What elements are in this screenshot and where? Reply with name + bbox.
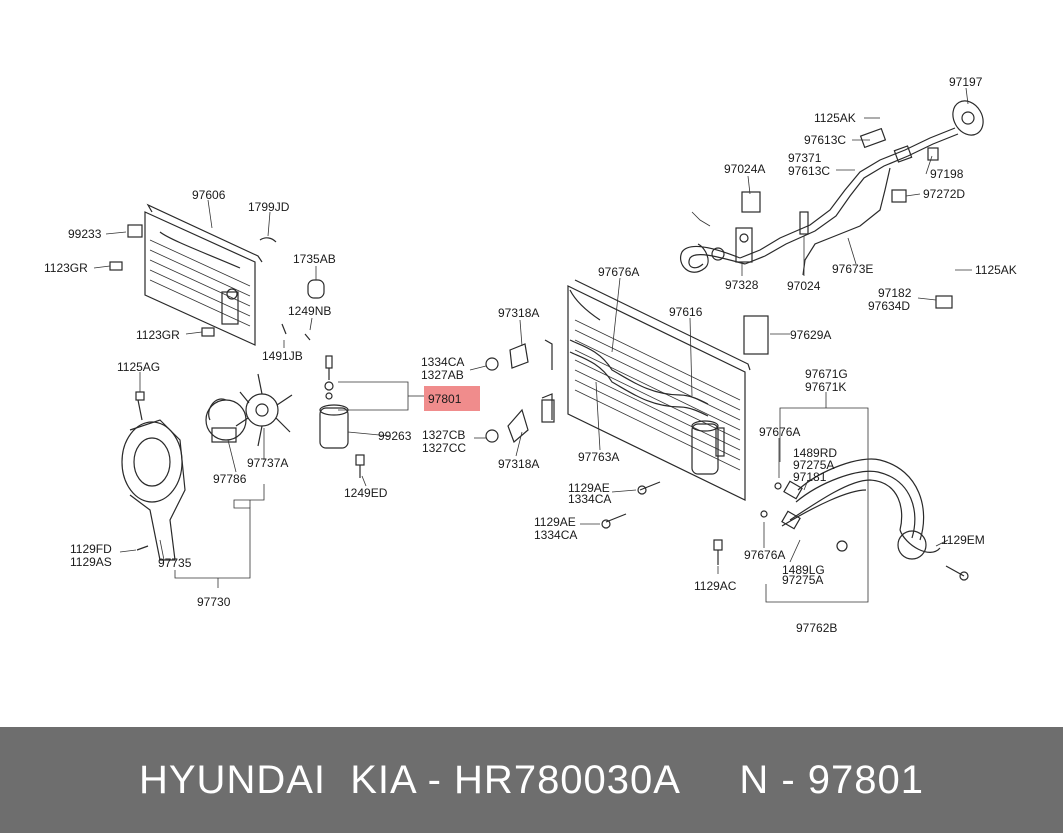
label-1123gr-a: 1123GR (44, 261, 88, 275)
label-1489lg: 1489LG (782, 563, 825, 577)
label-97024: 97024 (787, 279, 821, 293)
label-97318a-top: 97318A (498, 306, 539, 320)
hose-assembly-97762b (760, 458, 969, 581)
label-97198: 97198 (930, 167, 964, 181)
label-1491jb: 1491JB (262, 349, 303, 363)
pipe-assembly-97673e (680, 100, 984, 309)
label-97634d: 97634D (868, 299, 910, 313)
condenser-97616 (541, 279, 769, 565)
highlight-box (424, 386, 480, 411)
label-97676a-mid: 97676A (759, 425, 800, 439)
label-97629a: 97629A (790, 328, 831, 342)
label-97762b: 97762B (796, 621, 837, 635)
label-97024a: 97024A (724, 162, 765, 176)
label-1129ae-a: 1129AE (568, 481, 610, 495)
label-97181: 97181 (793, 470, 827, 484)
footer-banner: HYUNDAI KIA - HR780030A N - 97801 (0, 727, 1063, 833)
label-97272d: 97272D (923, 187, 965, 201)
label-1334ca-b: 1334CA (568, 492, 611, 506)
label-1129as: 1129AS (70, 555, 112, 569)
label-97318a-bot: 97318A (498, 457, 539, 471)
leader-lines (93, 87, 972, 603)
label-97616: 97616 (669, 305, 703, 319)
label-1249nb: 1249NB (288, 304, 331, 318)
label-1125ak-mid: 1125AK (975, 263, 1017, 277)
label-97197: 97197 (949, 75, 983, 89)
label-97671k: 97671K (805, 380, 846, 394)
label-97275a-b: 97275A (782, 573, 823, 587)
label-97613c-b: 97613C (788, 164, 830, 178)
label-97671g: 97671G (805, 367, 848, 381)
label-97786: 97786 (213, 472, 247, 486)
label-1327cc: 1327CC (422, 441, 466, 455)
label-97735: 97735 (158, 556, 192, 570)
parts-diagram-svg: 97197 1125AK 97613C 97371 97613C 97198 9… (44, 75, 1017, 635)
label-99233: 99233 (68, 227, 102, 241)
label-1129em: 1129EM (941, 533, 985, 547)
label-1735ab: 1735AB (293, 252, 336, 266)
label-97737a: 97737A (247, 456, 288, 470)
label-1125ak-top: 1125AK (814, 111, 856, 125)
label-1129fd: 1129FD (70, 542, 112, 556)
label-97371: 97371 (788, 151, 822, 165)
part-labels: 97197 1125AK 97613C 97371 97613C 97198 9… (44, 75, 1017, 635)
parts-diagram: 97197 1125AK 97613C 97371 97613C 97198 9… (44, 75, 1017, 635)
label-1327cb: 1327CB (422, 428, 465, 442)
label-97676a-bot: 97676A (744, 548, 785, 562)
label-97613c-a: 97613C (804, 133, 846, 147)
label-1129ae-b: 1129AE (534, 515, 576, 529)
label-99263: 99263 (378, 429, 412, 443)
label-1334ca-a: 1334CA (421, 355, 464, 369)
label-1125ag: 1125AG (117, 360, 160, 374)
condenser-97606 (109, 203, 325, 346)
label-97676a-top: 97676A (598, 265, 639, 279)
label-1489rd: 1489RD (793, 446, 837, 460)
label-97763a: 97763A (578, 450, 619, 464)
label-1327ab: 1327AB (421, 368, 464, 382)
footer-part-number: HYUNDAI KIA - HR780030A N - 97801 (138, 757, 924, 802)
receiver-drier-97801 (319, 355, 365, 478)
label-97673e: 97673E (832, 262, 873, 276)
label-97328: 97328 (725, 278, 759, 292)
label-1334ca-c: 1334CA (534, 528, 577, 542)
label-1249ed: 1249ED (344, 486, 388, 500)
label-1123gr-b: 1123GR (136, 328, 180, 342)
label-1129ac: 1129AC (694, 579, 737, 593)
label-97801-highlight: 97801 (428, 392, 462, 406)
label-97730: 97730 (197, 595, 231, 609)
label-97606: 97606 (192, 188, 226, 202)
label-1799jd: 1799JD (248, 200, 290, 214)
brackets-97318a (485, 339, 553, 444)
label-97182: 97182 (878, 286, 912, 300)
label-97275a-a: 97275A (793, 458, 834, 472)
fan-assembly-97730 (121, 373, 293, 561)
